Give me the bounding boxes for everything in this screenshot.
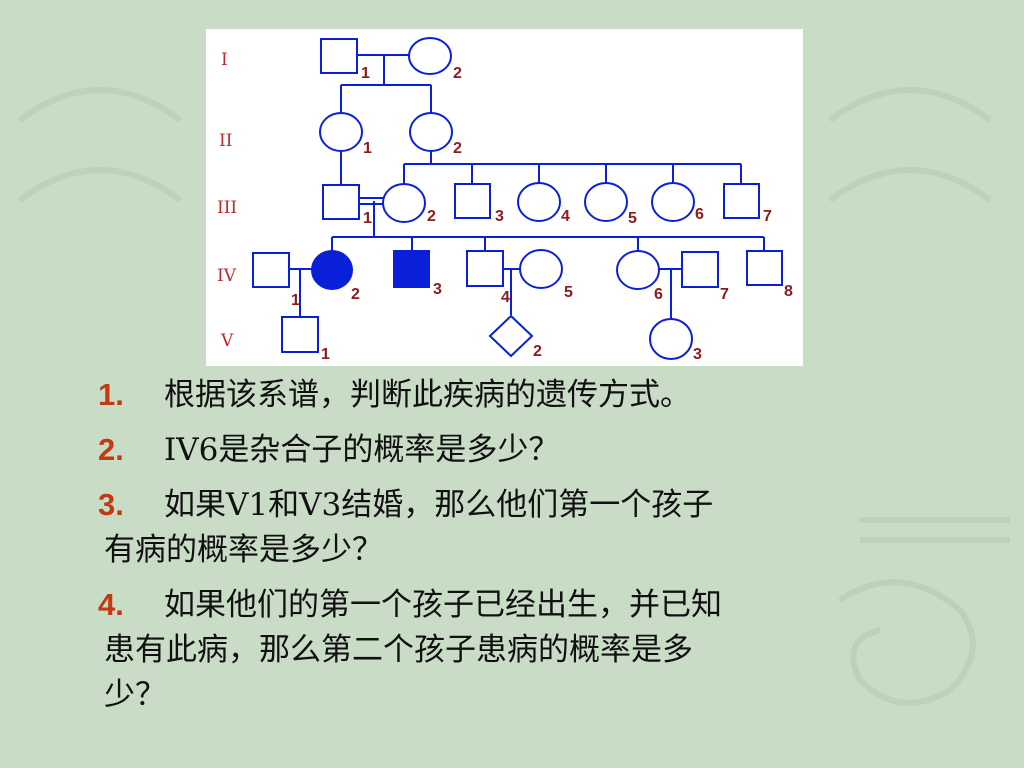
generation-label-5: V	[220, 331, 234, 351]
male-IV-7	[681, 251, 719, 288]
question-4: 4. 如果他们的第一个孩子已经出生，并已知 患有此病，那么第二个孩子患病的概率是多…	[90, 582, 990, 718]
affected-male-IV-3	[393, 250, 430, 288]
female-IV-6	[616, 250, 660, 290]
question-2: 2. IV6是杂合子的概率是多少？	[90, 427, 990, 473]
number-I-2: 2	[453, 65, 462, 82]
male-III-3	[454, 183, 491, 219]
male-IV-1	[252, 252, 290, 288]
female-III-6	[651, 182, 695, 222]
question-text-continued: 少？	[104, 677, 166, 713]
number-IV-1: 1	[291, 292, 300, 309]
male-III-7	[723, 183, 760, 219]
question-number: 1.	[98, 377, 124, 412]
number-IV-5: 5	[564, 284, 573, 301]
number-III-4: 4	[561, 208, 570, 225]
female-II-1	[319, 112, 363, 152]
generation-label-2: II	[219, 131, 232, 151]
female-III-4	[517, 182, 561, 222]
number-IV-6: 6	[654, 286, 663, 303]
number-IV-7: 7	[720, 286, 729, 303]
number-III-2: 2	[427, 208, 436, 225]
question-text: 如果V1和V3结婚，那么他们第一个孩子	[164, 487, 714, 523]
unknown-sex-V-2	[488, 314, 534, 358]
question-number: 4.	[98, 587, 124, 622]
number-III-5: 5	[628, 210, 637, 227]
number-II-1: 1	[363, 140, 372, 157]
number-IV-3: 3	[433, 281, 442, 298]
number-V-3: 3	[693, 346, 702, 363]
male-IV-4	[466, 250, 504, 287]
generation-label-4: IV	[217, 266, 237, 286]
question-text-continued: 患有此病，那么第二个孩子患病的概率是多	[104, 632, 693, 668]
pedigree-chart: I II III IV V 1 2 1 2	[206, 29, 803, 366]
female-III-5	[584, 182, 628, 222]
question-3: 3. 如果V1和V3结婚，那么他们第一个孩子 有病的概率是多少？	[90, 482, 990, 573]
question-number: 2.	[98, 432, 124, 467]
question-text: 根据该系谱，判断此疾病的遗传方式。	[164, 377, 691, 413]
female-IV-5	[519, 249, 563, 289]
number-II-2: 2	[453, 140, 462, 157]
male-IV-8	[746, 250, 783, 286]
number-III-3: 3	[495, 208, 504, 225]
female-II-2	[409, 112, 453, 152]
male-V-1	[281, 316, 319, 353]
question-list: 1. 根据该系谱，判断此疾病的遗传方式。 2. IV6是杂合子的概率是多少？ 3. 如…	[90, 372, 990, 727]
female-III-2	[382, 183, 426, 223]
female-V-3	[649, 318, 693, 360]
number-III-7: 7	[763, 208, 772, 225]
number-III-1: 1	[363, 210, 372, 227]
number-V-1: 1	[321, 346, 330, 363]
female-I-2	[408, 37, 452, 75]
number-III-6: 6	[695, 206, 704, 223]
question-1: 1. 根据该系谱，判断此疾病的遗传方式。	[90, 372, 990, 418]
affected-female-IV-2	[311, 250, 353, 290]
number-IV-2: 2	[351, 286, 360, 303]
number-IV-4: 4	[501, 289, 510, 306]
generation-label-3: III	[217, 198, 237, 218]
male-I-1	[320, 38, 358, 74]
generation-label-1: I	[221, 50, 228, 70]
question-text: IV6是杂合子的概率是多少？	[164, 432, 560, 468]
number-I-1: 1	[361, 65, 370, 82]
male-III-1	[322, 184, 360, 220]
number-IV-8: 8	[784, 283, 793, 300]
question-number: 3.	[98, 487, 124, 522]
question-text: 如果他们的第一个孩子已经出生，并已知	[164, 587, 722, 623]
number-V-2: 2	[533, 343, 542, 360]
question-text-continued: 有病的概率是多少？	[104, 532, 383, 568]
